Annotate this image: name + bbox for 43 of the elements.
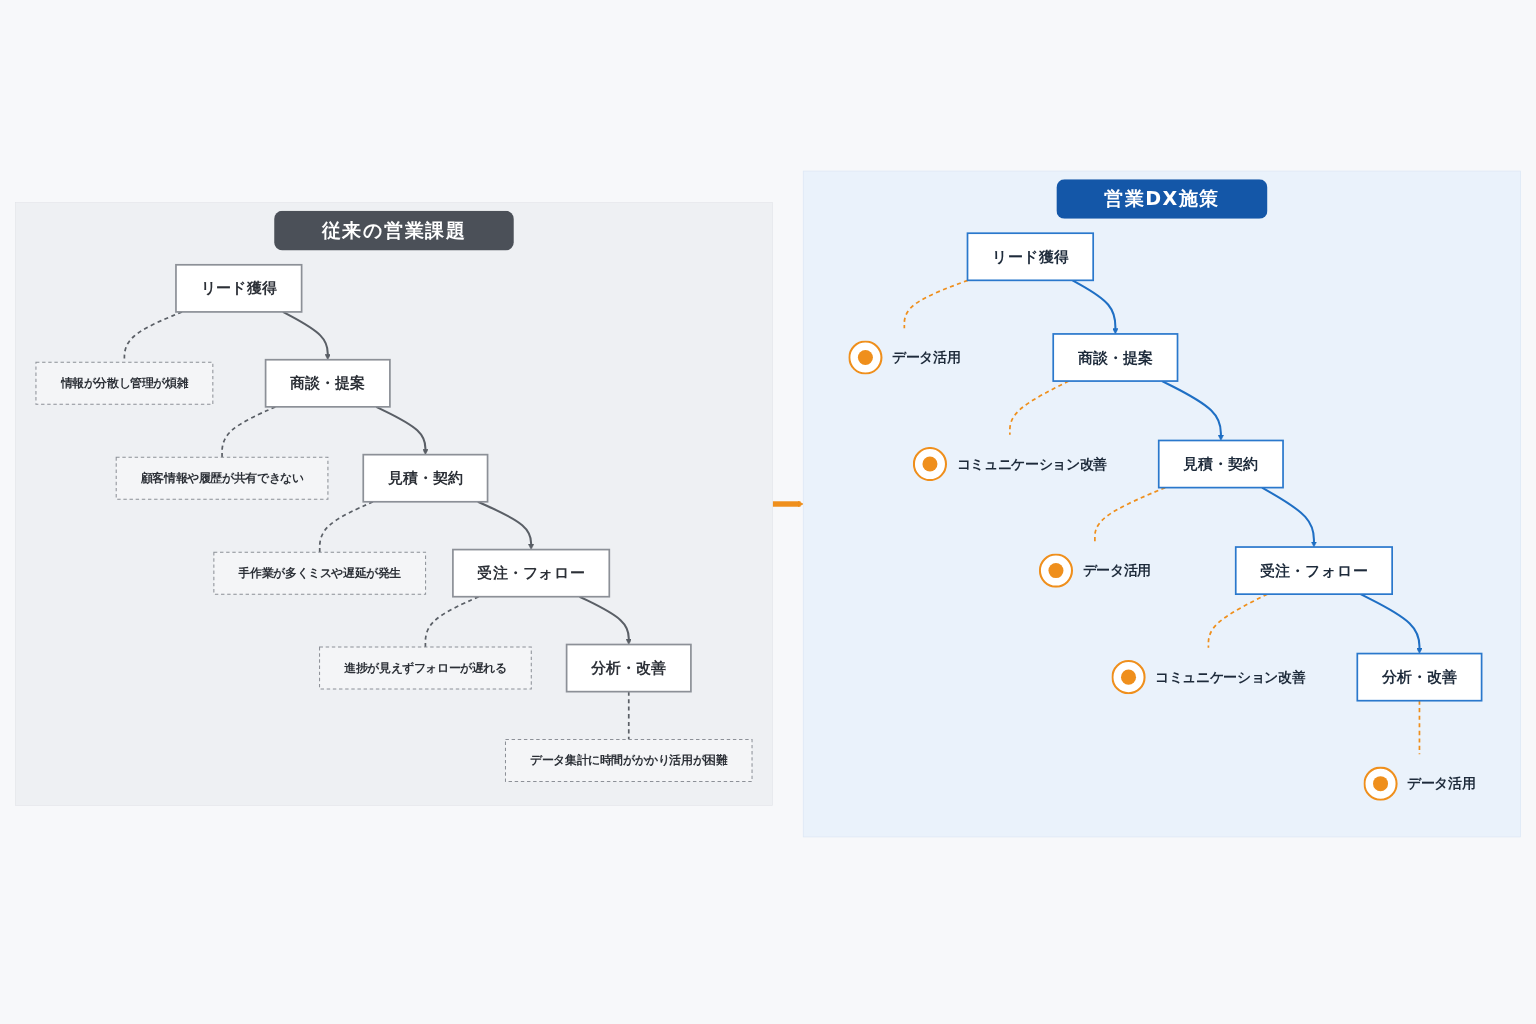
- arrow: [282, 311, 331, 360]
- node-box: 商談・提案: [264, 358, 391, 408]
- node-circle: [848, 340, 883, 375]
- arrow: [1072, 279, 1119, 335]
- node-box: 情報が分散し管理が煩雑: [35, 361, 214, 405]
- node-box: 見積・契約: [1157, 439, 1284, 489]
- node-label: データ活用: [892, 349, 961, 366]
- arrow: [772, 501, 804, 507]
- node-circle: [1038, 553, 1074, 588]
- connector: [221, 406, 277, 459]
- node-box: 進捗が見えずフォローが遅れる: [319, 646, 532, 690]
- arrow: [477, 500, 535, 550]
- node-box: 顧客情報や履歴が共有できない: [115, 456, 329, 500]
- arrow: [375, 405, 429, 455]
- node-box: 分析・改善: [1356, 652, 1483, 702]
- node-label: コミュニケーション改善: [1155, 668, 1306, 686]
- node-box: 受注・フォロー: [452, 548, 611, 598]
- node-box: リード獲得: [966, 232, 1095, 282]
- connector: [424, 595, 480, 648]
- connector: [1418, 699, 1421, 756]
- node-label: データ活用: [1082, 562, 1151, 579]
- arrow: [1261, 486, 1317, 548]
- connector: [1207, 593, 1269, 649]
- node-circle: [912, 446, 947, 482]
- node-box: リード獲得: [175, 263, 303, 313]
- node-label: コミュニケーション改善: [956, 455, 1107, 473]
- node-box: データ集計に時間がかかり活用が困難: [505, 738, 753, 782]
- arrow: [579, 595, 632, 645]
- node-circle: [1111, 660, 1146, 695]
- connector: [1094, 486, 1166, 543]
- node-circle: [1363, 766, 1398, 801]
- node-box: 商談・提案: [1052, 333, 1179, 382]
- node-box: 受注・フォロー: [1234, 546, 1393, 595]
- node-box: 手作業が多くミスや遅延が発生: [213, 551, 427, 595]
- node-box: 分析・改善: [565, 643, 692, 693]
- connector: [318, 500, 374, 553]
- arrow: [1161, 380, 1224, 441]
- arrow: [1360, 593, 1423, 654]
- node-box: 見積・契約: [362, 453, 489, 503]
- connector: [627, 690, 630, 741]
- connector: [903, 279, 969, 329]
- node-label: データ活用: [1407, 775, 1476, 792]
- connector: [1009, 380, 1070, 436]
